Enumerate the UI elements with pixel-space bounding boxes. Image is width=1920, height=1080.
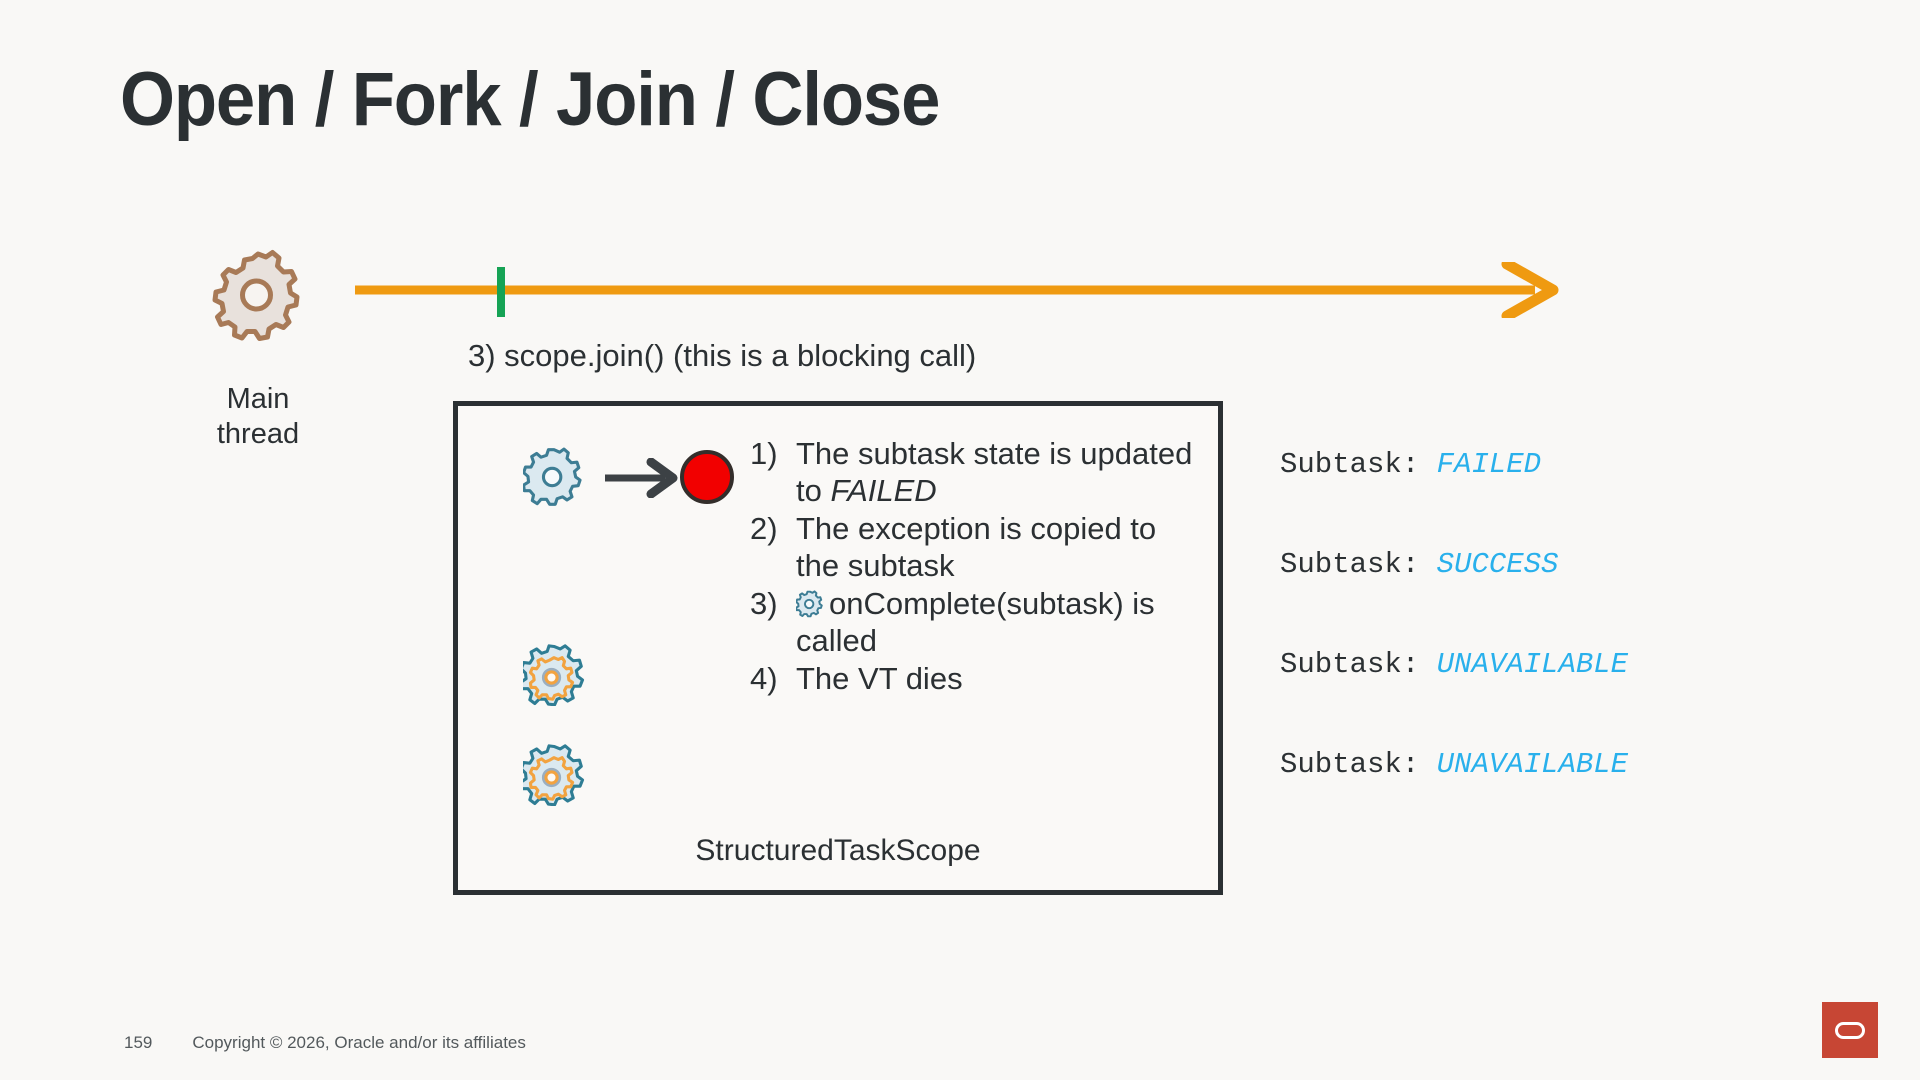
subtask-status-list: Subtask: FAILED Subtask: SUCCESS Subtask… xyxy=(1280,448,1628,848)
failure-marker-dot xyxy=(680,450,734,504)
on-complete-gear-icon xyxy=(795,590,824,618)
main-thread-label-line2: thread xyxy=(216,418,300,451)
timeline-arrow xyxy=(355,258,1585,322)
status-row: Subtask: UNAVAILABLE xyxy=(1280,748,1628,848)
step-number: 1) xyxy=(750,436,778,471)
step-text: onComplete(subtask) is called xyxy=(795,586,1200,659)
list-item: 1) The subtask state is updated to FAILE… xyxy=(750,436,1200,509)
oracle-logo xyxy=(1822,1002,1878,1058)
status-row: Subtask: FAILED xyxy=(1280,448,1628,548)
structured-task-scope-box: 1) The subtask state is updated to FAILE… xyxy=(453,401,1223,895)
step-text: The subtask state is updated to FAILED xyxy=(796,436,1200,509)
step-number: 2) xyxy=(750,511,778,547)
running-subtask-gear-icon-1 xyxy=(518,644,585,707)
step-text-emphasis: FAILED xyxy=(830,472,937,508)
copyright-text: Copyright © 2026, Oracle and/or its affi… xyxy=(192,1033,526,1052)
status-label: Subtask: xyxy=(1280,748,1420,781)
scope-box-label: StructuredTaskScope xyxy=(695,834,981,867)
status-label: Subtask: xyxy=(1280,448,1420,481)
failed-subtask-gear-icon xyxy=(522,446,585,508)
subtask-steps-list: 1) The subtask state is updated to FAILE… xyxy=(750,436,1200,700)
status-badge: FAILED xyxy=(1436,448,1542,481)
page-title: Open / Fork / Join / Close xyxy=(120,57,940,142)
status-label: Subtask: xyxy=(1280,648,1420,681)
running-subtask-gear-icon-2 xyxy=(518,744,585,807)
timeline-join-tick xyxy=(497,267,505,317)
status-badge: SUCCESS xyxy=(1436,548,1559,581)
failure-arrow-icon xyxy=(603,457,683,499)
step-number: 3) xyxy=(750,586,778,622)
step-text: The exception is copied to the subtask xyxy=(796,511,1157,583)
slide-footer: 159 Copyright © 2026, Oracle and/or its … xyxy=(124,1033,526,1053)
join-caption: 3) scope.join() (this is a blocking call… xyxy=(468,338,977,373)
list-item: 3) onComplete(subtask) is called xyxy=(750,586,1200,659)
status-badge: UNAVAILABLE xyxy=(1436,648,1629,681)
step-text-plain: onComplete(subtask) is called xyxy=(796,586,1155,658)
status-row: Subtask: SUCCESS xyxy=(1280,548,1628,648)
main-thread-gear-icon xyxy=(208,246,308,346)
main-thread-label: Main thread xyxy=(158,382,358,453)
status-row: Subtask: UNAVAILABLE xyxy=(1280,648,1628,748)
list-item: 4) The VT dies xyxy=(750,661,1200,698)
step-number: 4) xyxy=(750,661,778,697)
status-badge: UNAVAILABLE xyxy=(1436,748,1629,781)
page-number: 159 xyxy=(124,1033,153,1052)
list-item: 2) The exception is copied to the subtas… xyxy=(750,511,1200,584)
oracle-o-icon xyxy=(1835,1021,1865,1039)
main-thread-label-line1: Main xyxy=(226,383,290,415)
status-label: Subtask: xyxy=(1280,548,1420,581)
step-text: The VT dies xyxy=(796,661,963,697)
step-text-plain: The subtask state is updated to xyxy=(796,436,1193,508)
